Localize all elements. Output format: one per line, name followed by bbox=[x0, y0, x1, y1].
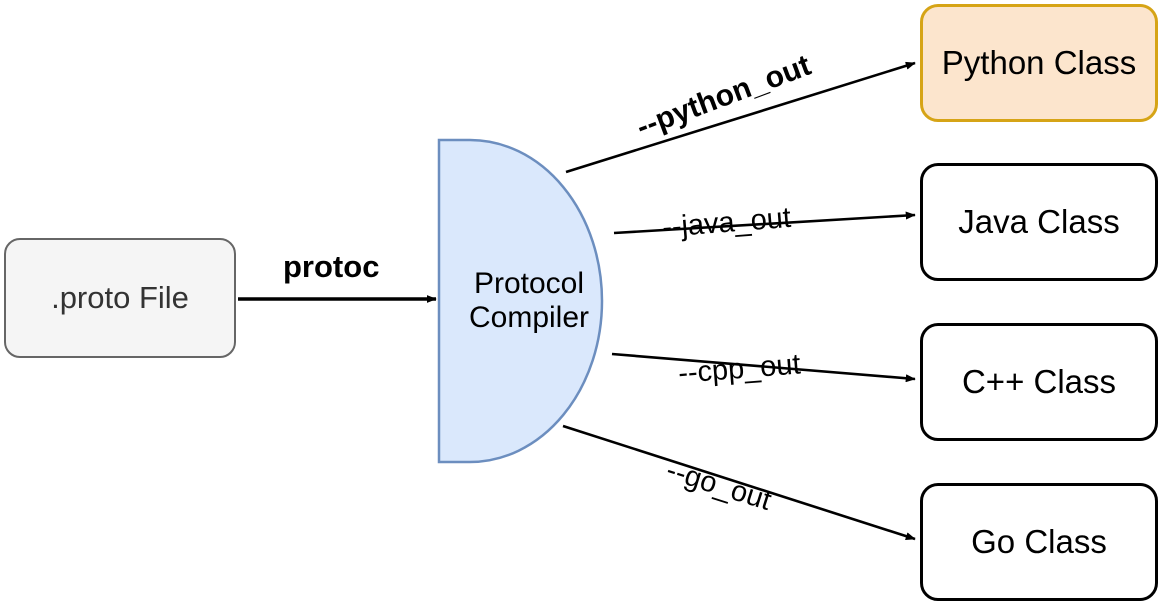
edge-java-out bbox=[613, 211, 916, 235]
node-go-class-label: Go Class bbox=[971, 522, 1107, 560]
node-python-class[interactable]: Python Class bbox=[920, 4, 1158, 122]
node-proto-file-label: .proto File bbox=[51, 279, 189, 315]
node-python-class-label: Python Class bbox=[941, 43, 1137, 81]
node-java-class[interactable]: Java Class bbox=[920, 163, 1158, 281]
protocol-compiler-shape bbox=[437, 138, 604, 464]
node-cpp-class-label: C++ Class bbox=[961, 362, 1117, 400]
node-proto-file[interactable]: .proto File bbox=[4, 238, 236, 358]
node-go-class[interactable]: Go Class bbox=[920, 483, 1158, 601]
node-cpp-class[interactable]: C++ Class bbox=[920, 323, 1158, 441]
edge-python-out bbox=[565, 61, 916, 174]
node-java-class-label: Java Class bbox=[958, 202, 1120, 240]
edge-go-out bbox=[562, 424, 916, 541]
edge-cpp-out bbox=[611, 352, 916, 383]
edge-label-protoc: protoc bbox=[283, 249, 380, 284]
